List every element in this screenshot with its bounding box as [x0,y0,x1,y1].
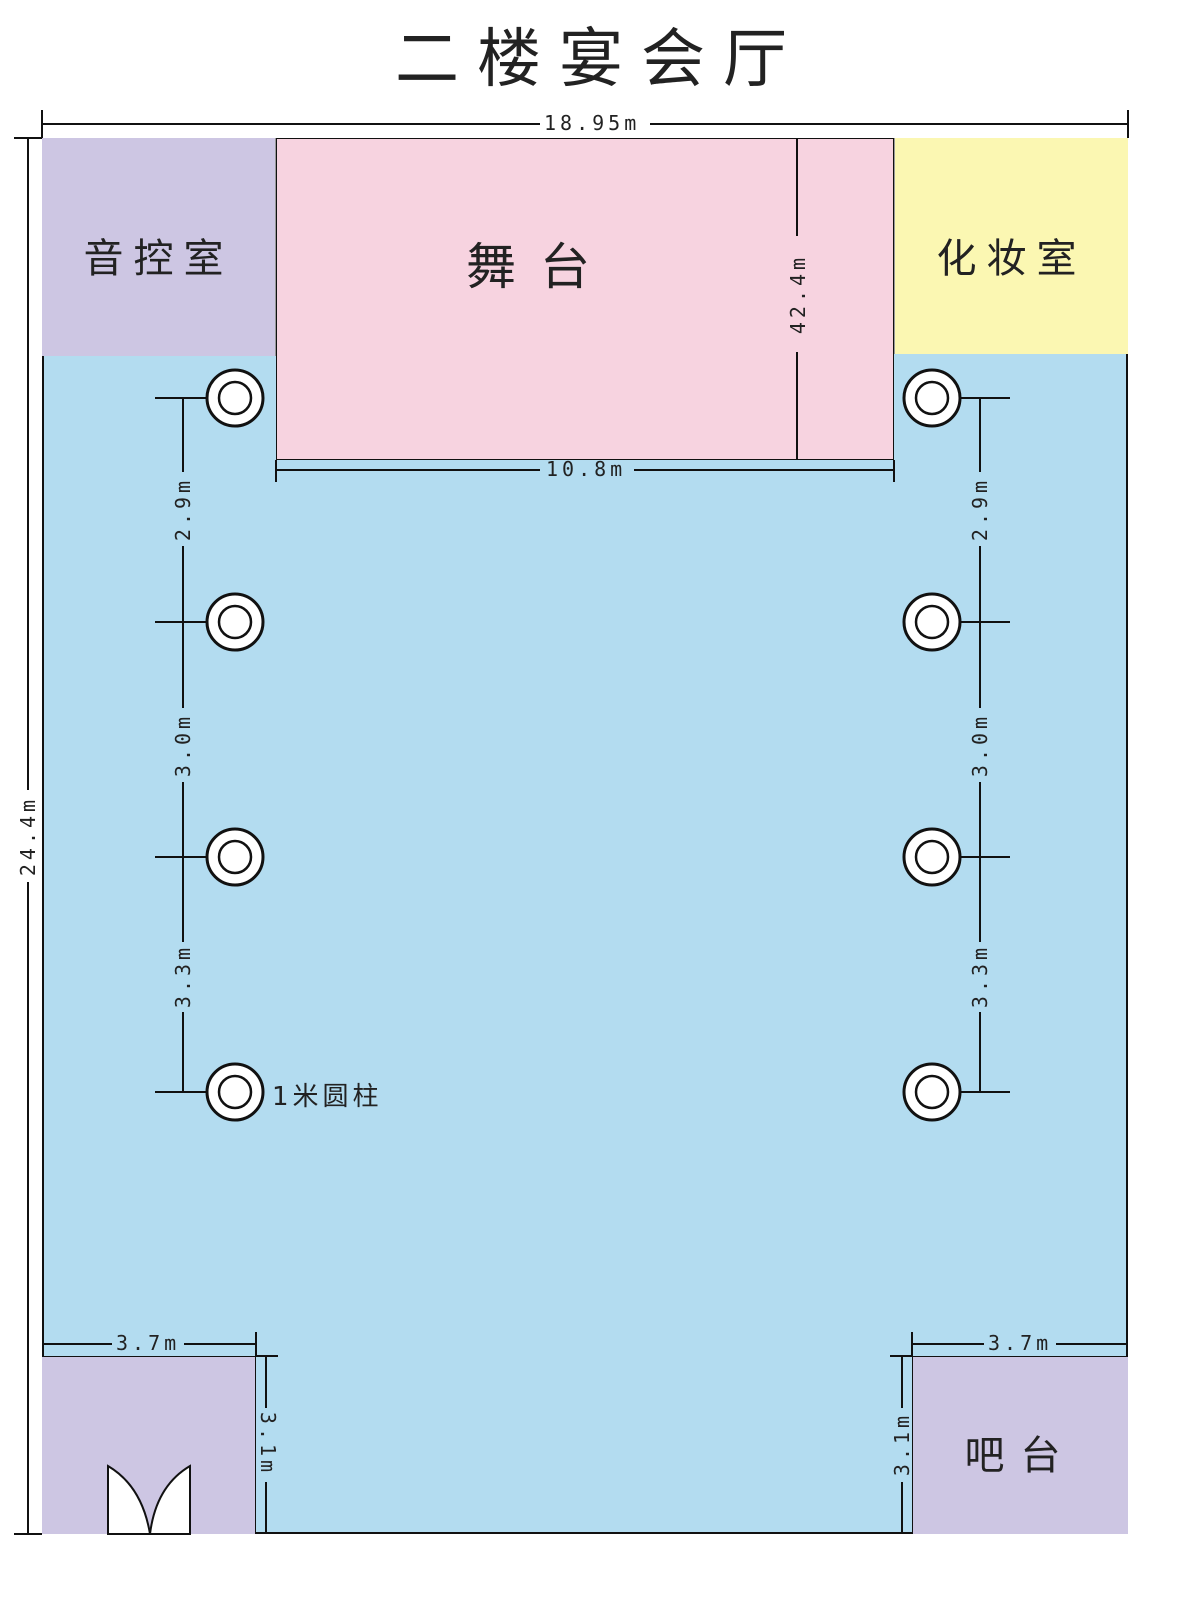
dim-stage-depth: 42.4m [786,253,810,335]
pillar-right-3 [902,827,962,887]
stage-area[interactable]: 舞台 [276,138,894,460]
pillar-left-3 [205,827,265,887]
dim-right-span-1: 2.9m [968,476,992,542]
entry-room[interactable] [42,1356,256,1534]
pillar-right-4 [902,1062,962,1122]
dim-right-span-2: 3.0m [968,712,992,778]
bar-label: 吧台 [964,1433,1077,1479]
dim-bar-width: 3.7m [988,1331,1053,1355]
dim-right-span-3: 3.3m [968,943,992,1009]
dim-left-span-2: 3.0m [171,712,195,778]
pillar-note: 1米圆柱 [272,1082,383,1112]
sound-control-room-label: 音控室 [83,236,234,282]
dim-total-width: 18.95m [544,111,641,135]
pillar-right-2 [902,592,962,652]
dressing-room-label: 化妆室 [936,236,1087,282]
dressing-room[interactable]: 化妆室 [894,138,1128,354]
dim-entry-depth: 3.1m [256,1411,280,1477]
bar-room[interactable]: 吧台 [912,1356,1128,1534]
pillar-left-1 [205,368,265,428]
dim-left-span-1: 2.9m [171,476,195,542]
dim-total-depth: 24.4m [16,795,40,877]
sound-control-room[interactable]: 音控室 [42,138,276,356]
entrance-door-icon [107,1464,191,1535]
page-title: 二楼宴会厅 [395,23,805,97]
pillar-left-2 [205,592,265,652]
dim-stage-width: 10.8m [546,457,627,481]
pillar-left-4 [205,1062,265,1122]
dim-bar-depth: 3.1m [890,1411,914,1477]
dim-entry-width: 3.7m [116,1331,181,1355]
stage-label: 舞台 [466,238,614,296]
pillar-right-1 [902,368,962,428]
dim-left-span-3: 3.3m [171,943,195,1009]
